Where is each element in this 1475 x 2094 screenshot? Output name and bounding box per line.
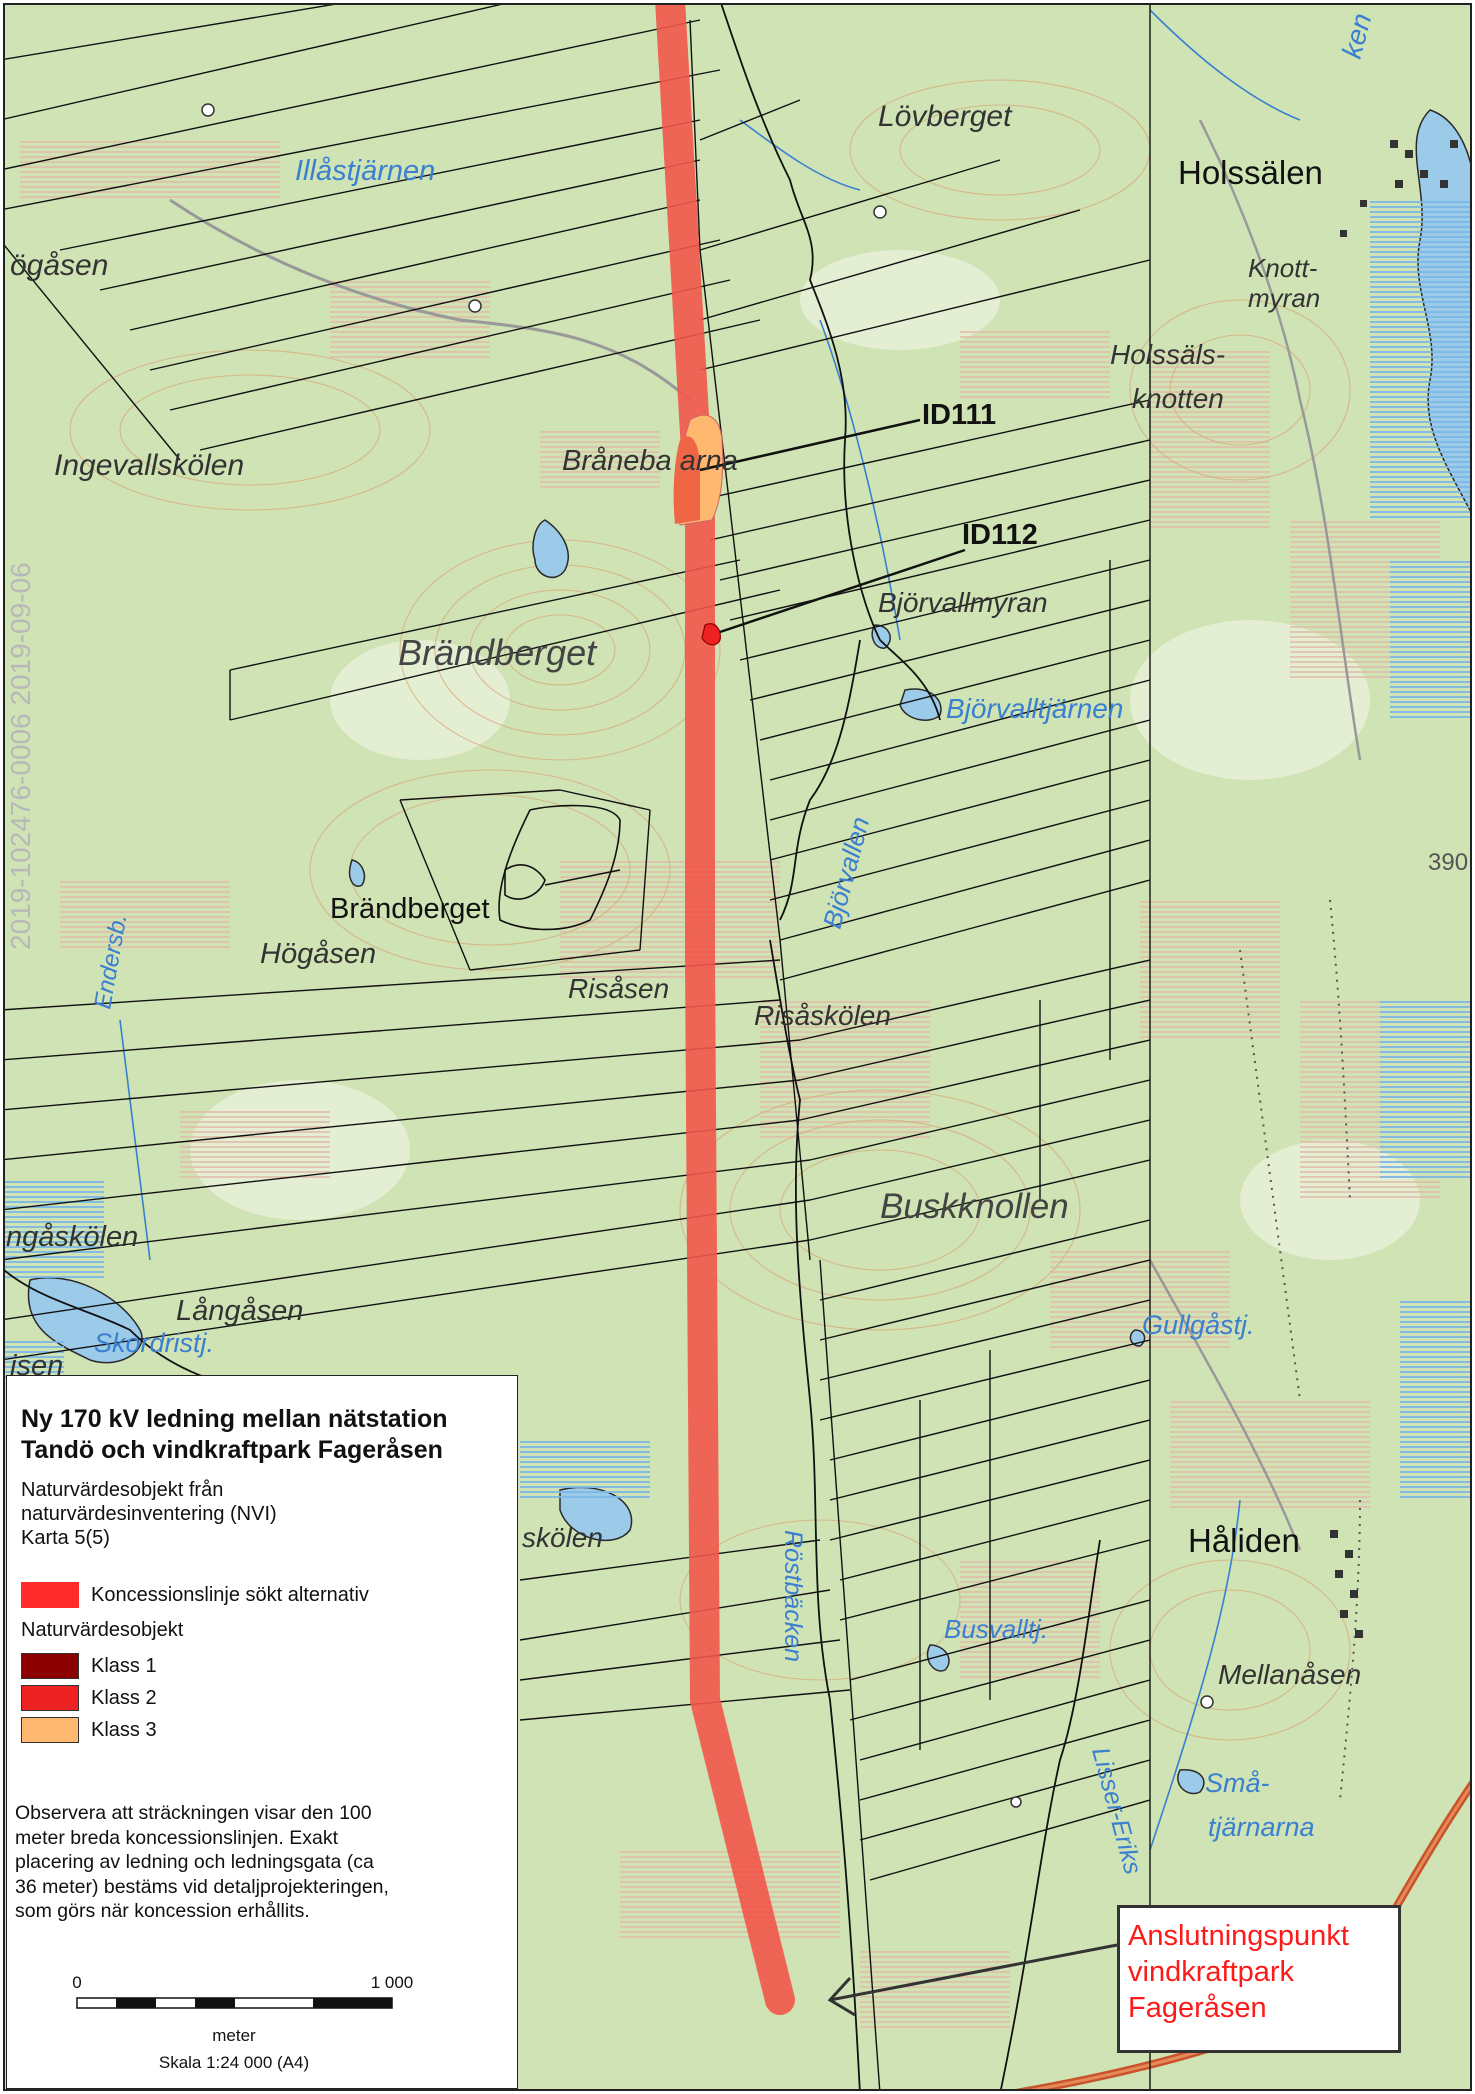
legend-klass3-row: Klass 3 [21,1716,157,1744]
brandberget-parcel [498,804,621,931]
survey-points [201,103,1214,1808]
callout-arrow [827,1943,1118,2017]
label-id112: ID112 [962,519,1038,551]
legend-klass1-swatch [21,1653,79,1679]
scale-unit: meter [212,2026,256,2045]
dotted-paths [1239,899,1361,1801]
legend-klass1-row: Klass 1 [21,1652,157,1680]
legend-subtitle: Naturvärdesobjekt från naturvärdesinvent… [21,1478,277,1550]
parcel-lines [4,4,1151,2090]
id111-klass2-object [673,436,700,524]
label-rostbacken: Röstbäcken [779,1530,807,1662]
connection-point-callout: Anslutningspunkt vindkraftpark Fageråsen [1117,1905,1401,2053]
callout-line1: Anslutningspunkt [1128,1920,1349,1952]
label-buskknollen: Buskknollen [880,1187,1069,1226]
legend-klass3-label: Klass 3 [91,1718,157,1741]
legend-klass2-row: Klass 2 [21,1684,157,1712]
legend-sub-line1: Naturvärdesobjekt från [21,1479,224,1501]
scale-bar: 0 1 000 meter Skala 1:24 000 (A4) [72,1973,414,2072]
label-knottmyran-1: Knott- [1248,253,1318,283]
scale-text: Skala 1:24 000 (A4) [159,2053,309,2072]
label-ingevallskolen: Ingevallskölen [54,449,244,482]
label-hogasen: Högåsen [260,938,376,970]
label-risasen: Risåsen [568,973,669,1004]
label-bjorvallmyran: Björvallmyran [878,587,1048,618]
scale-max: 1 000 [371,1973,414,1992]
legend-klass2-label: Klass 2 [91,1686,157,1709]
label-id111: ID111 [922,399,996,431]
label-langaskolen: ngåskölen [6,1221,138,1253]
legend-objects-header: Naturvärdesobjekt [21,1616,183,1644]
map-frame [3,3,1472,2091]
label-langasen: Långåsen [176,1295,303,1327]
legend-note: Observera att sträckningen visar den 100… [15,1801,515,1924]
label-branebacken: Bråneba arna [562,445,738,477]
legend-note-line2: meter breda koncessionslinjen. Exakt [15,1826,338,1849]
legend-title-line2: Tandö och vindkraftpark Fageråsen [21,1436,443,1464]
label-bjorvalltjarnen: Björvalltjärnen [946,693,1123,724]
label-illastjarnen: Illåstjärnen [295,155,435,187]
settlement-buildings [1330,140,1458,1638]
legend-klass1-label: Klass 1 [91,1654,157,1677]
legend-title-line1: Ny 170 kV ledning mellan nätstation [21,1405,448,1433]
label-lovberget: Lövberget [878,100,1013,133]
label-holssals-1: Holssäls- [1110,339,1225,370]
legend-concession-label: Koncessionslinje sökt alternativ [91,1583,369,1606]
label-holssals-2: knotten [1132,383,1224,414]
legend-objects-header-label: Naturvärdesobjekt [21,1618,184,1641]
label-skolen: skölen [522,1522,603,1553]
label-knottmyran-2: myran [1248,283,1320,313]
label-mellanasen: Mellanåsen [1218,1659,1361,1690]
wetland-water-hatch [4,200,1471,1500]
label-skordristj: Skordristj. [94,1328,214,1358]
concession-route [655,4,795,2015]
callout-line2: vindkraftpark [1128,1956,1295,1988]
label-brandberget-big: Brändberget [398,632,598,673]
legend-note-line1: Observera att sträckningen visar den 100 [15,1802,372,1824]
legend-sub-line3: Karta 5(5) [21,1527,110,1549]
label-brandberget-small: Brändberget [330,893,490,925]
id111-leader [699,418,921,472]
scale-zero: 0 [72,1973,81,1992]
legend-concession-row: Koncessionslinje sökt alternativ [21,1581,369,1609]
label-risaskolen: Risåskölen [754,1000,891,1031]
legend-sub-line2: naturvärdesinventering (NVI) [21,1503,277,1525]
id112-klass2-object [701,623,721,646]
legend-note-line4: 36 meter) bestäms vid detaljprojektering… [15,1875,389,1898]
label-haliden: Håliden [1188,1522,1300,1559]
label-holssalen: Holssälen [1178,154,1323,191]
callout-line3: Fageråsen [1128,1992,1267,2024]
watermark-text: 2019-102476-0006 2019-09-06 [5,562,34,950]
id112-leader [719,548,966,634]
label-gullgastj: Gullgåstj. [1142,1310,1255,1340]
legend-note-line3: placering av ledning och ledningsgata (c… [15,1851,374,1873]
label-ogasen: ögåsen [10,249,108,282]
legend-klass3-swatch [21,1717,79,1743]
document-watermark: 2019-102476-0006 2019-09-06 [4,170,36,950]
legend-concession-swatch [21,1582,79,1608]
map-legend: Ny 170 kV ledning mellan nätstation Tand… [6,1375,518,2089]
legend-note-line5: som görs när koncession erhållits. [15,1900,310,1922]
label-sma-2: tjärnarna [1208,1812,1315,1842]
legend-title: Ny 170 kV ledning mellan nätstation Tand… [21,1404,448,1466]
label-busvalltj: Busvalltj. [944,1614,1048,1644]
label-elevation: 390 [1428,849,1468,876]
legend-klass2-swatch [21,1685,79,1711]
label-sma-1: Små- [1205,1768,1270,1798]
